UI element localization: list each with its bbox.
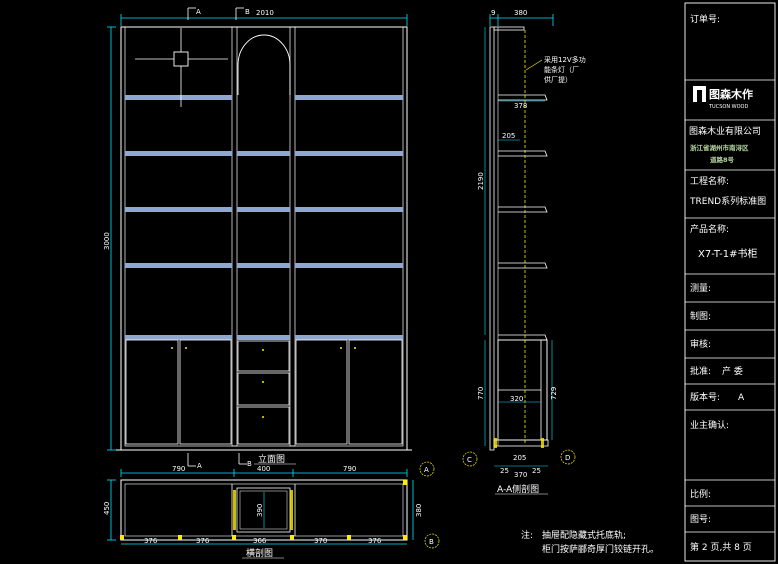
plan-section-view: 790 400 790 450 390 380 376 376 3 [103,461,440,559]
version-value: A [738,393,745,403]
notes-line2: 柜门按萨郦奇厚门铰链开孔。 [542,543,659,555]
review-label: 审核: [690,338,711,350]
light-note-line3: 供厂提） [544,75,572,84]
product-value: X7-T-1#书柜 [698,247,757,260]
front-elevation-view: 2010 A B 3000 [103,7,412,470]
notes-prefix: 注: [521,529,533,541]
logo-text: 图森木作 [709,87,753,101]
side-upper-height: 2190 [477,172,485,190]
logo-subtext: TUCSON WOOD [708,104,748,110]
address-line1: 浙江省湖州市南浔区 [690,143,749,152]
side-shelf-depth-top: 378 [514,102,527,110]
overall-width-label: 2010 [256,9,274,17]
approve-value: 产 委 [722,365,743,377]
version-label: 版本号: [690,391,720,403]
project-label: 工程名称: [690,175,729,187]
plan-width-left: 790 [172,465,185,473]
product-label: 产品名称: [690,223,729,235]
overall-height-label: 3000 [103,232,111,250]
drawers [237,340,290,445]
light-note-line1: 采用12V多功 [544,55,586,64]
measure-label: 测量: [690,283,711,294]
title-block: 订单号: 图森木作 TUCSON WOOD 图森木业有限公司 浙江省湖州市南浔区… [684,2,776,562]
side-callout-c: C [467,456,472,464]
plan-callout-a: A [424,466,429,474]
shelves [125,95,403,340]
side-top-depth: 380 [514,9,527,17]
section-mark-b-bottom: B [247,460,252,468]
side-lower-height: 770 [477,387,485,400]
plan-seg-5: 376 [368,537,382,545]
approve-label: 批准: [690,365,711,377]
plan-inner-depth: 390 [256,504,264,517]
plan-seg-2: 376 [196,537,210,545]
light-note-line2: 能条灯（厂 [544,65,579,74]
side-section-view: 9 380 采用12V多功 能条灯（厂 供厂提） 378 205 2190 [462,9,586,495]
plan-seg-4: 370 [314,537,327,545]
order-no-label: 订单号: [690,13,720,25]
plan-view-caption: 横剖图 [246,547,273,559]
side-view-caption: A-A侧剖图 [497,483,539,495]
side-base-offset: 205 [513,454,526,462]
side-cabinet-height: 729 [550,387,558,400]
draw-label: 制图: [690,310,711,322]
company-logo: 图森木作 TUCSON WOOD [693,86,753,110]
drawing-no-label: 图号: [690,514,711,525]
plan-seg-3: 366 [253,537,267,545]
section-mark-a-top: A [196,8,201,16]
drawing-notes: 注: 抽屉配隐藏式托底轨; 柜门按萨郦奇厚门铰链开孔。 [521,529,659,555]
owner-confirm-label: 业主确认: [690,419,729,431]
side-top-offset: 9 [491,9,495,17]
light-fixture-icon [135,28,228,107]
company-name: 图森木业有限公司 [689,125,761,137]
plan-width-mid: 400 [257,465,270,473]
project-value: TREND系列标准图 [689,195,766,207]
lower-doors [125,339,403,445]
plan-callout-b: B [429,538,434,546]
side-lower-shelf-depth: 320 [510,395,523,403]
plan-width-right: 790 [343,465,356,473]
side-base-left: 25 [500,467,509,475]
scale-label: 比例: [690,488,711,500]
front-view-caption: 立面图 [258,453,285,465]
notes-line1: 抽屉配隐藏式托底轨; [542,529,626,541]
section-mark-a-bottom: A [197,462,202,470]
address-line2: 道路8号 [710,155,735,164]
side-base-right: 25 [532,467,541,475]
page-label: 第 2 页,共 8 页 [690,541,752,553]
plan-depth-right: 380 [415,504,423,517]
plan-seg-1: 376 [144,537,158,545]
section-mark-b-top: B [245,8,250,16]
side-callout-d: D [565,454,570,462]
side-bottom-depth: 370 [514,471,527,479]
side-shelf-depth-mid: 205 [502,132,515,140]
plan-depth-label: 450 [103,502,111,515]
